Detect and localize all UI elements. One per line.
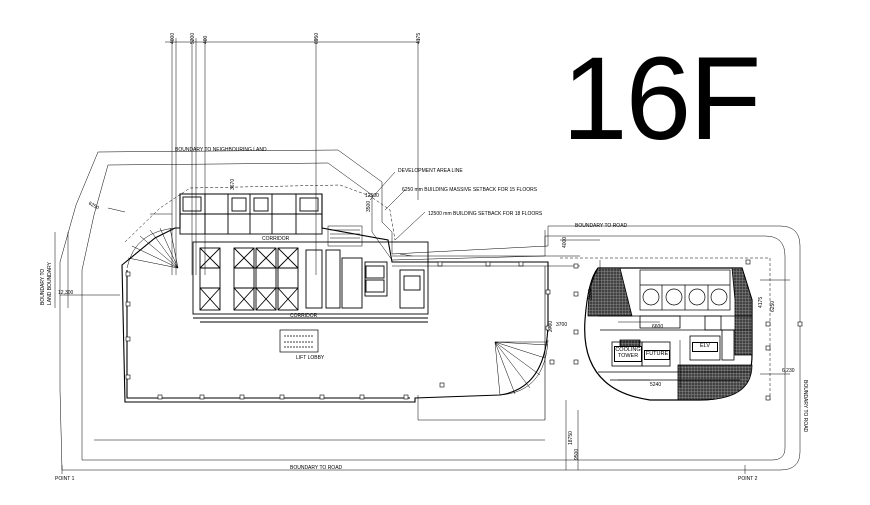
columns: [125, 261, 551, 400]
top-dimension-lines: [165, 38, 420, 275]
boundary-left-label-2: LAND BOUNDARY: [47, 262, 53, 305]
dim-4000: 4000: [562, 236, 568, 248]
elv-room: ELV: [692, 342, 718, 352]
lift-lobby-label: LIFT LOBBY: [296, 355, 325, 361]
cooling-tower-room: COOLING TOWER: [614, 346, 642, 362]
floor-title: 16F: [562, 33, 761, 165]
dim-top-1: 4000: [170, 32, 176, 44]
lift-lobby-box: [279, 329, 319, 353]
boundary-top-label: BOUNDARY TO NEIGHBOURING LAND: [175, 147, 267, 153]
boundary-road-right-top-label: BOUNDARY TO ROAD: [575, 223, 628, 229]
development-area-label: DEVELOPMENT AREA LINE: [398, 168, 463, 174]
hatched-zones: [587, 267, 753, 401]
dim-12500: 12500: [365, 193, 379, 199]
dim-3500: 3500: [588, 288, 594, 300]
boundary-left-label-1: BOUNDARY TO: [40, 268, 46, 305]
dim-4175b: 4175: [758, 296, 764, 308]
core-top-block: [179, 193, 323, 235]
point-1-label: POINT 1: [55, 476, 75, 482]
core-lift-block: [192, 241, 429, 323]
setback-18-label: 12500 mm BUILDING SETBACK FOR 18 FLOORS: [428, 211, 543, 217]
corridor-mid-label: CORRIDOR: [290, 313, 318, 319]
dim-2700: 2700: [548, 320, 554, 332]
dim-6250b: 6250: [770, 300, 776, 312]
corridor-top-label: CORRIDOR: [262, 236, 290, 242]
leader-lines: [54, 171, 790, 474]
dim-top-3: 400: [203, 35, 209, 44]
core-stair: [327, 225, 363, 247]
dim-3500b: 3500: [366, 200, 372, 212]
main-building-outline: [121, 193, 549, 403]
cooling-tower-label: COOLING TOWER: [615, 347, 641, 359]
site-boundary: [59, 149, 801, 471]
dim-top-4: 6950: [314, 32, 320, 44]
elv-label: ELV: [700, 343, 710, 349]
dim-5240: 5240: [650, 382, 662, 388]
cooling-tower-units: [639, 269, 731, 311]
future-label: FUTURE: [645, 351, 669, 357]
development-area-line: [81, 162, 786, 461]
curved-stair-right: [494, 339, 549, 396]
dim-12300: 12,300: [58, 290, 74, 296]
dim-9500: 9500: [574, 448, 580, 460]
dim-3670: 3670: [230, 178, 236, 190]
right-columns: [549, 259, 803, 401]
dim-18750: 18750: [568, 431, 574, 445]
setback-15-label: 6250 mm BUILDING MASSIVE SETBACK FOR 15 …: [402, 187, 538, 193]
future-room: FUTURE: [644, 350, 670, 360]
dim-6230: 6,230: [782, 368, 795, 374]
dim-top-5: 4175: [416, 32, 422, 44]
boundary-road-bottom-label: BOUNDARY TO ROAD: [290, 465, 343, 471]
link-bridge: [392, 255, 580, 420]
dim-3700: 3700: [556, 322, 568, 328]
dim-top-2: 5200: [190, 32, 196, 44]
setback-line: [124, 184, 771, 400]
point-2-label: POINT 2: [738, 476, 758, 482]
curved-stair-left: [126, 227, 179, 269]
dim-6600: 6600: [652, 324, 664, 330]
boundary-road-right-label: BOUNDARY TO ROAD: [802, 380, 808, 433]
